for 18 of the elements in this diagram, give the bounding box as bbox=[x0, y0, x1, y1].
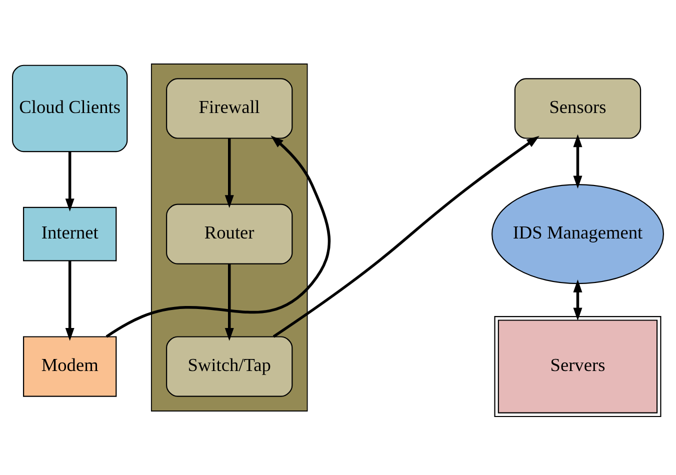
arrow bbox=[573, 134, 582, 189]
arrow bbox=[65, 152, 74, 212]
arrow bbox=[224, 264, 234, 341]
arrow bbox=[573, 279, 582, 321]
arrow bbox=[106, 136, 330, 338]
node-ellipse: IDS Management bbox=[491, 184, 664, 284]
arrow bbox=[65, 260, 74, 341]
node-box: Sensors bbox=[514, 78, 642, 139]
arrow bbox=[224, 138, 234, 208]
node-box: Switch/Tap bbox=[166, 336, 293, 397]
node-box: Servers bbox=[494, 316, 662, 418]
cluster bbox=[150, 64, 308, 412]
node-box: Modem bbox=[23, 336, 117, 397]
node-box: Firewall bbox=[166, 78, 293, 139]
node-box: Cloud Clients bbox=[12, 64, 128, 152]
node-box: Router bbox=[166, 204, 293, 264]
node-box: Internet bbox=[23, 206, 117, 262]
arrow bbox=[272, 136, 540, 338]
